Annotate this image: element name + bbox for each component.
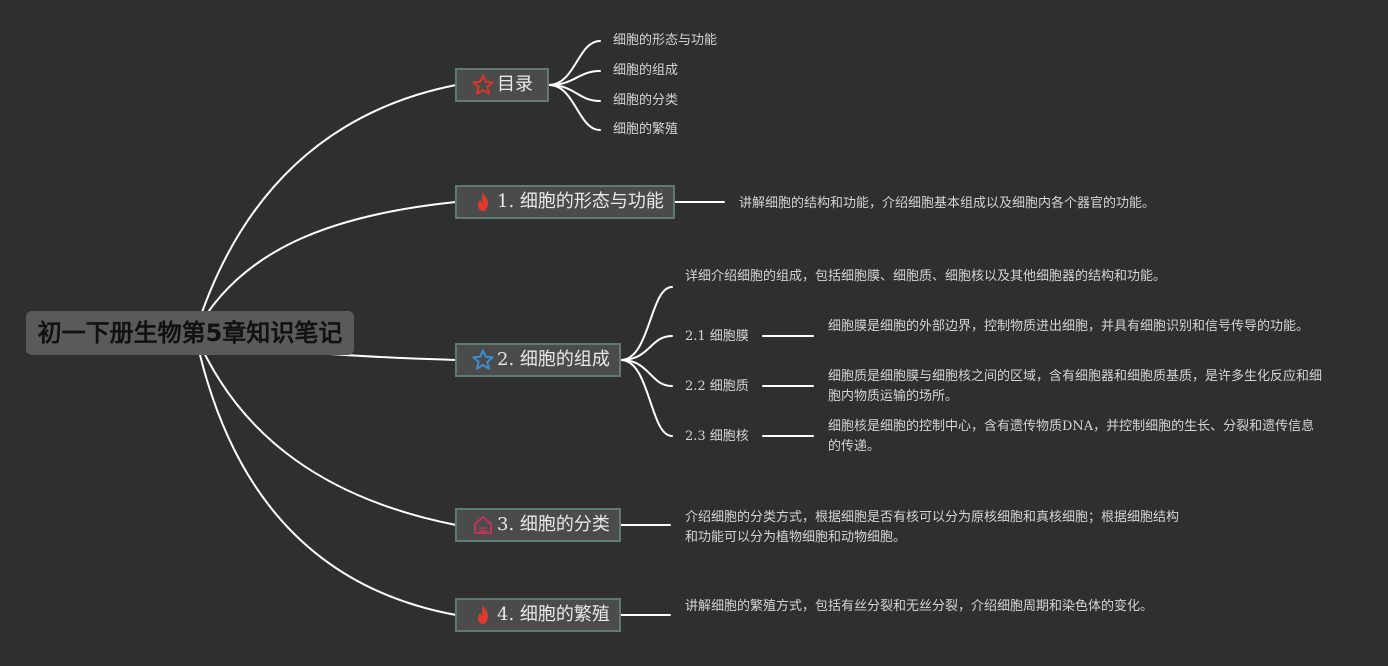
toc-item-3[interactable]: 细胞的分类: [613, 93, 679, 108]
branch-2-label: 2. 细胞的组成: [497, 349, 610, 370]
connector-toc-4: [548, 84, 601, 131]
sub-2-2-desc: 细胞质是细胞膜与细胞核之间的区域，含有细胞器和细胞质基质，是许多生化反应和细胞内…: [828, 369, 1323, 404]
branch-toc-label: 目录: [497, 74, 533, 95]
branch-2-desc: 详细介绍细胞的组成，包括细胞膜、细胞质、细胞核以及其他细胞器的结构和功能。: [685, 269, 1167, 284]
sub-2-1-label[interactable]: 2.1 细胞膜: [685, 329, 749, 344]
flame-icon: [471, 190, 495, 214]
branch-3-desc: 介绍细胞的分类方式，根据细胞是否有核可以分为原核细胞和真核细胞；根据细胞结构和功…: [685, 510, 1180, 545]
sub-2-3-desc: 细胞核是细胞的控制中心，含有遗传物质DNA，并控制细胞的生长、分裂和遗传信息的传…: [828, 419, 1315, 454]
star-outline-icon: [471, 348, 495, 372]
branch-1-label: 1. 细胞的形态与功能: [497, 191, 664, 212]
connector-root-b3: [194, 332, 457, 526]
toc-item-4[interactable]: 细胞的繁殖: [613, 122, 679, 137]
branch-2[interactable]: 2. 细胞的组成: [455, 343, 621, 377]
branch-3[interactable]: 3. 细胞的分类: [455, 508, 621, 542]
connector-b2-sub3: [620, 359, 673, 437]
branch-4-label: 4. 细胞的繁殖: [497, 604, 610, 625]
connector-b2-desc: [620, 286, 673, 361]
star-outline-icon: [471, 73, 495, 97]
branch-1[interactable]: 1. 细胞的形态与功能: [455, 185, 675, 219]
connector-b2-sub1: [620, 335, 673, 361]
branch-1-desc: 讲解细胞的结构和功能，介绍细胞基本组成以及细胞内各个器官的功能。: [739, 196, 1156, 211]
connector-root-b1: [194, 201, 457, 334]
branch-4-desc: 讲解细胞的繁殖方式，包括有丝分裂和无丝分裂，介绍细胞周期和染色体的变化。: [685, 599, 1154, 614]
connector-b2-sub2: [620, 359, 673, 387]
branch-4[interactable]: 4. 细胞的繁殖: [455, 598, 621, 632]
root-node[interactable]: 初一下册生物第5章知识笔记: [26, 311, 354, 355]
branch-toc[interactable]: 目录: [455, 68, 549, 102]
sub-2-2-label[interactable]: 2.2 细胞质: [685, 379, 749, 394]
sub-2-1-desc: 细胞膜是细胞的外部边界，控制物质进出细胞，并具有细胞识别和信号传导的功能。: [828, 319, 1310, 334]
connector-root-toc: [194, 84, 457, 334]
branch-3-label: 3. 细胞的分类: [497, 514, 610, 535]
house-icon: [471, 513, 495, 537]
connector-root-b4: [194, 332, 457, 616]
sub-2-3-label[interactable]: 2.3 细胞核: [685, 429, 749, 444]
toc-item-1[interactable]: 细胞的形态与功能: [613, 33, 718, 48]
toc-item-2[interactable]: 细胞的组成: [613, 63, 679, 78]
flame-icon: [471, 603, 495, 627]
